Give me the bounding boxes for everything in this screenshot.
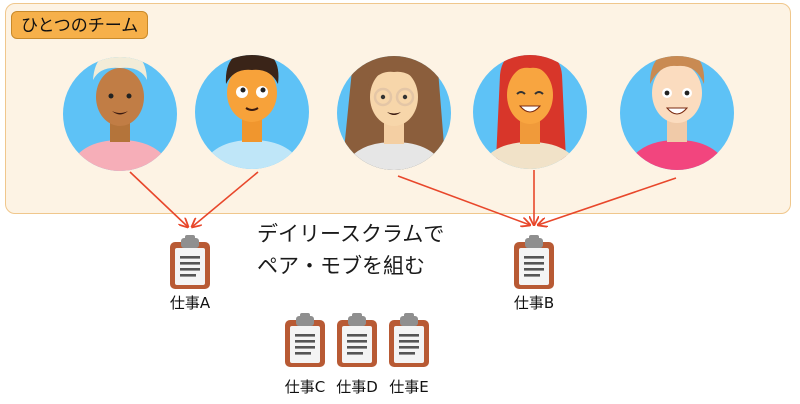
caption-line2: ペア・モブを組む (257, 254, 425, 278)
person-light-brown-hair-icon (620, 56, 734, 170)
task-b-label: 仕事B (513, 294, 555, 312)
clipboard-icon-task-d (337, 313, 377, 367)
task-d-label: 仕事D (336, 378, 378, 396)
clipboard-icon-task-c (285, 313, 325, 367)
clipboard-icon-task-b (514, 235, 554, 289)
person-red-hair-icon (473, 55, 587, 169)
clipboard-icon-task-e (389, 313, 429, 367)
clipboard-icon-task-a (170, 235, 210, 289)
task-e-label: 仕事E (389, 378, 429, 396)
arrow-person1-to-task-a (129, 171, 188, 227)
arrow-person2-to-task-a (192, 171, 259, 227)
task-c-label: 仕事C (284, 378, 326, 396)
task-a-label: 仕事A (169, 294, 211, 312)
person-curly-black-hair-icon (195, 55, 309, 169)
arrow-person3-to-task-b (397, 175, 530, 225)
arrow-person5-to-task-b (538, 177, 677, 225)
caption-line1: デイリースクラムで (257, 222, 445, 246)
team-label: ひとつのチーム (11, 11, 149, 39)
person-glasses-brown-hair-icon (337, 56, 451, 170)
person-blonde-pink-icon (63, 57, 177, 171)
